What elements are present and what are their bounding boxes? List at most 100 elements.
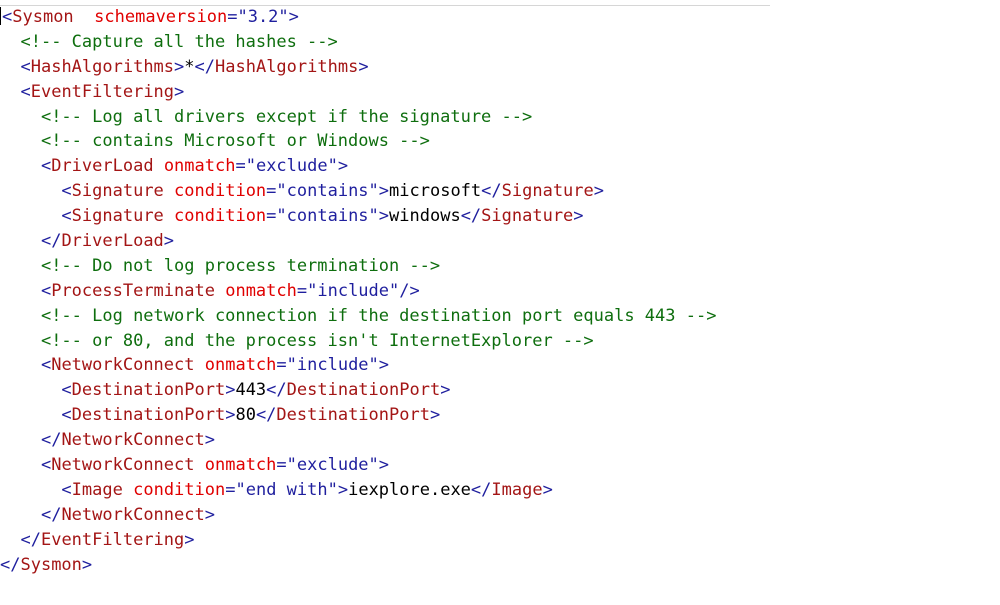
indentation [0, 355, 41, 375]
xml-bracket: </ [481, 181, 502, 202]
code-line[interactable]: <!-- Log all drivers except if the signa… [0, 105, 716, 130]
xml-equals: = [266, 206, 277, 227]
xml-equals: = [276, 355, 287, 376]
code-line[interactable]: <!-- Capture all the hashes --> [0, 30, 716, 55]
code-line[interactable]: <ProcessTerminate onmatch="include"/> [0, 279, 716, 304]
indentation [0, 82, 20, 102]
xml-tag-name: HashAlgorithms [30, 56, 175, 77]
xml-bracket: < [20, 56, 31, 77]
xml-attribute-name: onmatch [163, 156, 236, 177]
indentation [0, 281, 41, 301]
xml-tag-name: Signature [481, 206, 574, 227]
xml-bracket: > [204, 504, 215, 525]
xml-text [164, 181, 174, 201]
xml-text [123, 480, 133, 500]
xml-equals: = [296, 280, 308, 301]
xml-bracket: < [61, 479, 72, 500]
code-line[interactable]: </NetworkConnect> [0, 428, 716, 453]
xml-bracket: > [204, 430, 215, 451]
xml-text [74, 7, 94, 27]
xml-tag-name: Image [71, 479, 123, 500]
code-line[interactable]: <!-- contains Microsoft or Windows --> [0, 129, 716, 154]
code-line[interactable]: <NetworkConnect onmatch="exclude"> [0, 453, 716, 478]
indentation [0, 380, 61, 400]
code-line[interactable]: </Sysmon> [0, 553, 716, 578]
xml-attribute-value: "end with" [235, 479, 338, 500]
xml-attribute-value: "include" [286, 355, 379, 376]
xml-bracket: > [81, 554, 93, 575]
code-line[interactable]: <DestinationPort>443</DestinationPort> [0, 378, 716, 403]
code-line[interactable]: <NetworkConnect onmatch="include"> [0, 353, 716, 378]
code-line[interactable]: <!-- Log network connection if the desti… [0, 304, 717, 329]
xml-bracket: > [593, 181, 605, 202]
indentation [0, 530, 20, 550]
code-text-area[interactable]: <Sysmon schemaversion="3.2"> <!-- Captur… [0, 5, 716, 577]
xml-text [164, 206, 174, 226]
code-line[interactable]: <HashAlgorithms>*</HashAlgorithms> [0, 55, 716, 80]
xml-bracket: < [40, 280, 52, 301]
xml-text: 80 [235, 405, 256, 426]
xml-bracket: < [61, 206, 72, 227]
code-line[interactable]: <Sysmon schemaversion="3.2"> [0, 5, 716, 30]
code-line[interactable]: <!-- Do not log process termination --> [0, 254, 716, 279]
xml-bracket: </ [0, 554, 21, 575]
code-line[interactable]: <!-- or 80, and the process isn't Intern… [0, 329, 716, 354]
indentation [0, 306, 41, 326]
xml-tag-name: DestinationPort [276, 405, 430, 426]
xml-comment: <!-- Capture all the hashes --> [20, 31, 338, 52]
xml-tag-name: NetworkConnect [61, 504, 205, 525]
xml-bracket: > [174, 56, 185, 77]
xml-tag-name: HashAlgorithms [215, 56, 359, 77]
xml-tag-name: DestinationPort [71, 405, 226, 426]
xml-bracket: > [429, 405, 441, 426]
xml-tag-name: ProcessTerminate [51, 280, 215, 301]
xml-text: windows [389, 206, 461, 227]
code-line[interactable]: <EventFiltering> [0, 80, 716, 105]
code-line[interactable]: <Signature condition="contains">windows<… [0, 204, 716, 229]
xml-bracket: < [40, 156, 52, 177]
xml-tag-name: NetworkConnect [51, 355, 195, 376]
code-line[interactable]: <Image condition="end with">iexplore.exe… [0, 478, 716, 503]
code-line[interactable]: <DriverLoad onmatch="exclude"> [0, 154, 716, 179]
xml-bracket: </ [40, 231, 62, 252]
xml-text [195, 355, 205, 375]
xml-tag-name: DestinationPort [71, 380, 226, 401]
indentation [0, 131, 41, 151]
code-line[interactable]: </EventFiltering> [0, 528, 716, 553]
indentation [0, 405, 61, 425]
xml-text: 443 [235, 380, 267, 401]
xml-comment: <!-- or 80, and the process isn't Intern… [40, 330, 594, 351]
xml-attribute-name: condition [133, 479, 226, 500]
code-line[interactable]: </NetworkConnect> [0, 503, 716, 528]
xml-tag-name: Signature [71, 206, 164, 227]
xml-tag-name: Sysmon [20, 554, 82, 575]
xml-attribute-value: "exclude" [286, 455, 379, 476]
xml-tag-name: NetworkConnect [51, 455, 195, 476]
xml-bracket: </ [194, 56, 216, 77]
xml-tag-name: DestinationPort [286, 380, 441, 401]
code-line[interactable]: <Signature condition="contains">microsof… [0, 179, 716, 204]
xml-bracket: > [163, 231, 175, 252]
code-line[interactable]: </DriverLoad> [0, 229, 716, 254]
xml-bracket: > [225, 405, 236, 426]
xml-bracket: < [40, 455, 52, 476]
xml-attribute-value: "include" [307, 280, 400, 301]
text-cursor [0, 7, 1, 25]
xml-equals: = [225, 479, 236, 500]
xml-bracket: > [358, 56, 369, 77]
xml-bracket: > [440, 380, 451, 401]
indentation [0, 57, 20, 77]
xml-bracket: </ [470, 479, 492, 500]
xml-comment: <!-- Log network connection if the desti… [40, 305, 717, 326]
xml-text: * [184, 56, 195, 77]
code-line[interactable]: <DestinationPort>80</DestinationPort> [0, 403, 716, 428]
xml-bracket: </ [266, 380, 287, 401]
xml-text [195, 455, 205, 475]
xml-bracket: > [337, 156, 349, 177]
xml-equals: = [266, 181, 277, 202]
xml-equals: = [276, 455, 287, 476]
xml-bracket: > [184, 529, 195, 550]
editor-top-border [0, 5, 770, 6]
xml-bracket: < [61, 405, 72, 426]
